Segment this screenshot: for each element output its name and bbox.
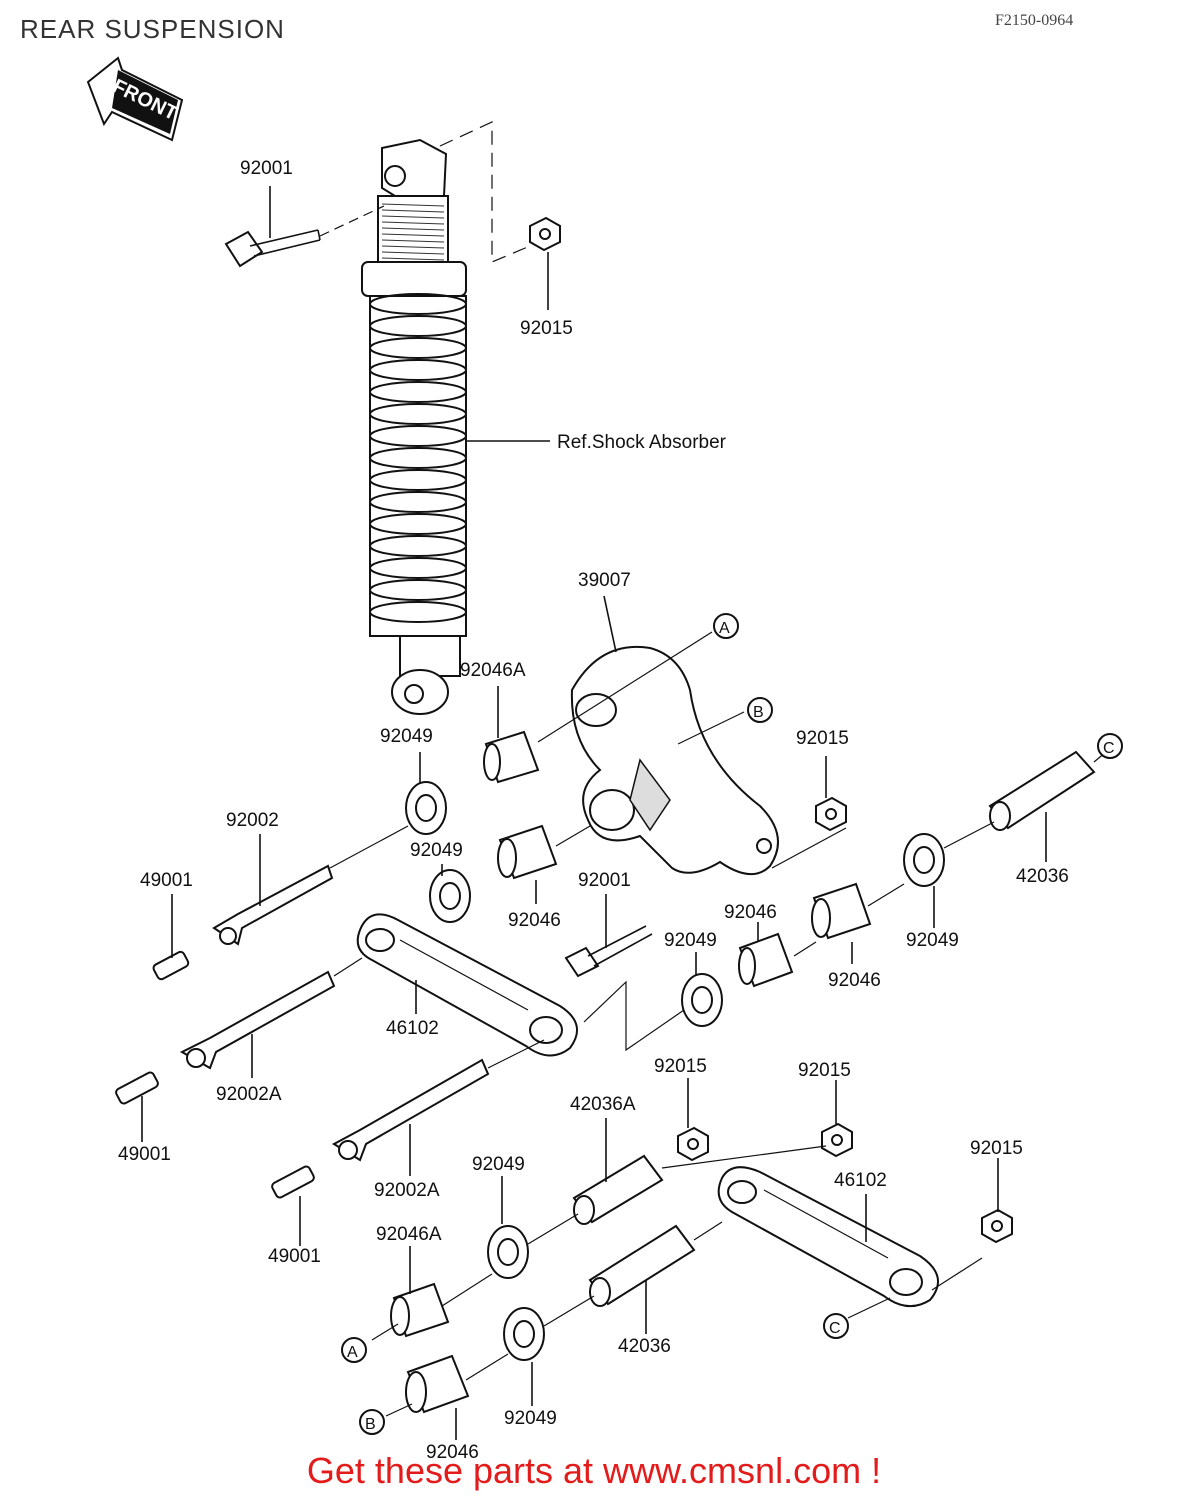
seal-92049-b (429, 869, 471, 923)
link-rod-46102-upper (356, 913, 579, 1057)
seal-92049-d (903, 833, 945, 887)
label-92001-top: 92001 (240, 158, 293, 179)
nut-92015-e (981, 1208, 1013, 1244)
seal-92049-c (681, 973, 723, 1027)
bearing-92046A-lower (390, 1282, 450, 1338)
label-46102-lower: 46102 (834, 1170, 887, 1191)
nut-92015-b (815, 796, 847, 832)
label-49001-c: 49001 (268, 1246, 321, 1267)
label-92049-c: 92049 (664, 930, 717, 951)
nut-92015-c (677, 1126, 709, 1162)
bearing-92046-c (811, 882, 872, 940)
label-42036A: 42036A (570, 1094, 636, 1115)
label-92046A-lower: 92046A (376, 1224, 442, 1245)
nut-92015-d (821, 1122, 853, 1158)
svg-text:B: B (753, 704, 764, 721)
label-92015-b: 92015 (796, 728, 849, 749)
front-arrow: FRONT (86, 56, 184, 142)
shaft-92002 (212, 864, 334, 946)
grease-nipple-49001-b (115, 1071, 159, 1105)
nut-92015-top (529, 216, 561, 252)
ref-markers: A B C A C B (341, 613, 1123, 1435)
label-46102-upper: 46102 (386, 1018, 439, 1039)
collar-42036A (572, 1154, 664, 1225)
label-92049-b: 92049 (410, 840, 463, 861)
marker-a-lower: A (341, 1337, 367, 1363)
svg-text:C: C (829, 1320, 841, 1337)
collar-42036-upper (988, 750, 1096, 831)
shock-absorber (361, 138, 467, 715)
part-labels: 92001 92015 Ref.Shock Absorber 39007 920… (118, 158, 1069, 1463)
bearing-92046-a (497, 824, 558, 880)
marker-c-upper: C (1097, 733, 1123, 759)
seal-92049-a (405, 781, 447, 835)
marker-b-upper: B (747, 697, 773, 723)
svg-text:B: B (365, 1416, 376, 1433)
label-92046-b: 92046 (724, 902, 777, 923)
shaft-92002A-lower (331, 1058, 490, 1162)
marker-c-lower: C (823, 1313, 849, 1339)
label-92049-a: 92049 (380, 726, 433, 747)
page-title: REAR SUSPENSION (20, 14, 285, 44)
bearing-92046-d (405, 1354, 470, 1414)
label-42036-upper: 42036 (1016, 866, 1069, 887)
link-rod-46102-lower (717, 1166, 939, 1307)
bolt-92001-lower (564, 925, 653, 978)
label-ref-shock-absorber: Ref.Shock Absorber (557, 432, 727, 453)
label-92002A-upper: 92002A (216, 1084, 282, 1105)
shaft-92002A-upper (179, 970, 336, 1070)
collar-42036-lower (588, 1224, 696, 1307)
label-92002: 92002 (226, 810, 279, 831)
seal-92049-f (503, 1307, 545, 1361)
label-92002A-lower: 92002A (374, 1180, 440, 1201)
bolt-92001-top (224, 229, 321, 268)
label-49001-b: 49001 (118, 1144, 171, 1165)
label-92015-c: 92015 (654, 1056, 707, 1077)
label-92015-top: 92015 (520, 318, 573, 339)
label-39007: 39007 (578, 570, 631, 591)
bearing-92046-b (738, 932, 794, 988)
label-92049-e: 92049 (472, 1154, 525, 1175)
grease-nipple-49001-c (271, 1165, 315, 1199)
label-92049-d: 92049 (906, 930, 959, 951)
leader-lines (141, 121, 1107, 1440)
label-92001-lower: 92001 (578, 870, 631, 891)
label-42036-lower: 42036 (618, 1336, 671, 1357)
label-92049-f: 92049 (504, 1408, 557, 1429)
label-92046-c: 92046 (828, 970, 881, 991)
svg-text:A: A (347, 1344, 358, 1361)
label-49001-a: 49001 (140, 870, 193, 891)
marker-b-lower: B (359, 1409, 385, 1435)
label-92046-a: 92046 (508, 910, 561, 931)
label-92046-d: 92046 (426, 1442, 479, 1463)
label-92015-d: 92015 (798, 1060, 851, 1081)
diagram-code: F2150-0964 (995, 12, 1074, 29)
svg-text:A: A (719, 620, 730, 637)
grease-nipple-49001-a (152, 950, 190, 981)
bearing-92046A-upper (483, 730, 540, 784)
svg-text:C: C (1103, 740, 1115, 757)
rocker-arm-39007 (570, 646, 779, 875)
label-92015-e: 92015 (970, 1138, 1023, 1159)
marker-a-upper: A (713, 613, 739, 639)
label-92046A-top: 92046A (460, 660, 526, 681)
footer-promo[interactable]: Get these parts at www.cmsnl.com ! (306, 1450, 882, 1491)
seal-92049-e (487, 1225, 529, 1279)
